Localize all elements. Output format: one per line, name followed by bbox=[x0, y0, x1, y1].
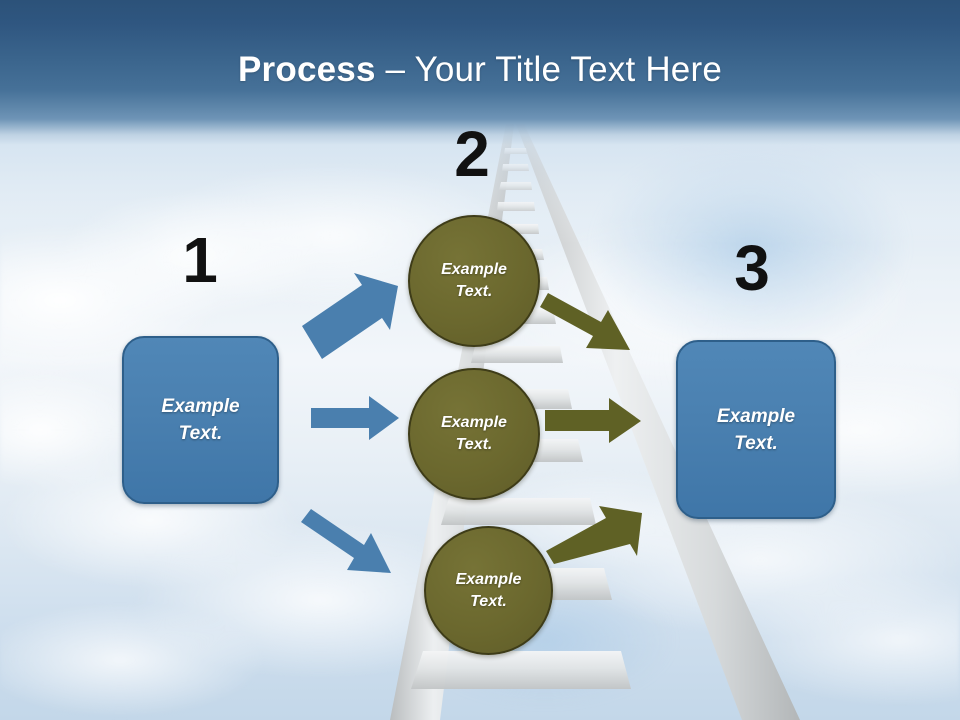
right-process-box-label: Example Text. bbox=[707, 403, 805, 457]
circle-top-line-2: Text. bbox=[455, 283, 493, 300]
page-title-bold: Process bbox=[238, 50, 376, 89]
circle-middle-line-1: Example bbox=[441, 414, 507, 431]
left-box-line-1: Example bbox=[161, 396, 240, 417]
circle-bottom-line-2: Text. bbox=[470, 592, 507, 610]
right-box-line-1: Example bbox=[716, 405, 796, 427]
olive-arrow-up-icon bbox=[546, 506, 642, 564]
page-title-rest: – Your Title Text Here bbox=[375, 50, 722, 89]
step-number-1: 1 bbox=[182, 224, 218, 296]
circle-top-line-1: Example bbox=[441, 261, 507, 278]
olive-arrow-down-icon bbox=[540, 293, 630, 350]
blue-arrow-down-icon bbox=[301, 509, 391, 573]
circle-bottom-line-1: Example bbox=[455, 570, 522, 588]
left-box-line-2: Text. bbox=[178, 423, 223, 444]
middle-circle-bottom-label: Example Text. bbox=[446, 569, 532, 613]
step-number-2: 2 bbox=[454, 118, 490, 190]
circle-middle-line-2: Text. bbox=[455, 436, 493, 453]
olive-arrow-right-icon bbox=[545, 398, 641, 443]
middle-circle-top-label: Example Text. bbox=[431, 259, 517, 303]
left-process-box-label: Example Text. bbox=[151, 393, 249, 447]
step-number-3: 3 bbox=[734, 232, 770, 304]
left-process-box[interactable]: Example Text. bbox=[122, 336, 279, 504]
right-process-box[interactable]: Example Text. bbox=[676, 340, 836, 519]
page-title: Process – Your Title Text Here bbox=[0, 48, 960, 92]
middle-circle-center-label: Example Text. bbox=[431, 412, 517, 456]
blue-arrow-right-icon bbox=[311, 396, 399, 440]
blue-arrow-up-icon bbox=[302, 273, 398, 359]
title-banner bbox=[0, 0, 960, 145]
right-box-line-2: Text. bbox=[734, 432, 778, 454]
middle-circle-bottom[interactable]: Example Text. bbox=[424, 526, 553, 655]
middle-circle-top[interactable]: Example Text. bbox=[408, 215, 540, 347]
middle-circle-center[interactable]: Example Text. bbox=[408, 368, 540, 500]
